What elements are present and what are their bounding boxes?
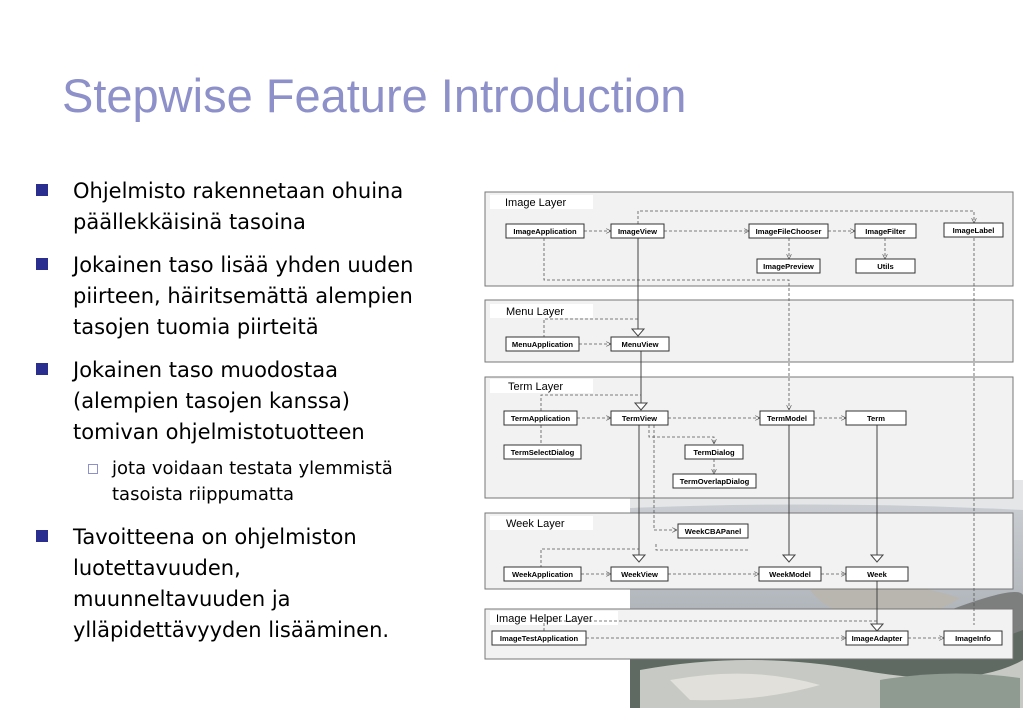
hollow-square-bullet-icon bbox=[88, 464, 98, 474]
image-helper-layer-tab bbox=[490, 611, 618, 625]
bullet-list: Ohjelmisto rakennetaan ohuina päällekkäi… bbox=[36, 176, 476, 658]
svg-text:ImageView: ImageView bbox=[618, 227, 657, 236]
svg-text:WeekModel: WeekModel bbox=[769, 570, 811, 579]
svg-text:TermModel: TermModel bbox=[767, 414, 807, 423]
bullet-text: Jokainen taso lisää yhden uuden piirteen… bbox=[73, 253, 414, 339]
bullet-item: Jokainen taso lisää yhden uuden piirteen… bbox=[36, 250, 476, 343]
bullet-item: Ohjelmisto rakennetaan ohuina päällekkäi… bbox=[36, 176, 476, 238]
square-bullet-icon bbox=[36, 258, 48, 270]
image-layer-label: Image Layer bbox=[505, 197, 566, 209]
diagram-connectors bbox=[540, 210, 974, 638]
svg-text:TermDialog: TermDialog bbox=[693, 448, 735, 457]
sub-bullet-item: jota voidaan testata ylemmistä tasoista … bbox=[88, 456, 476, 508]
sub-bullet-text: jota voidaan testata ylemmistä tasoista … bbox=[112, 458, 393, 505]
square-bullet-icon bbox=[36, 363, 48, 375]
bullet-text: Ohjelmisto rakennetaan ohuina päällekkäi… bbox=[73, 179, 404, 234]
menu-layer-tab bbox=[490, 304, 593, 318]
svg-text:MenuApplication: MenuApplication bbox=[512, 340, 574, 349]
image-layer-panel bbox=[484, 191, 1014, 287]
svg-text:MenuView: MenuView bbox=[622, 340, 659, 349]
svg-text:ImagePreview: ImagePreview bbox=[763, 262, 814, 271]
image-helper-layer-label: Image Helper Layer bbox=[496, 613, 593, 625]
class-box-termapplication: TermApplication bbox=[503, 410, 578, 426]
svg-text:ImageTestApplication: ImageTestApplication bbox=[500, 634, 579, 643]
svg-text:Utils: Utils bbox=[877, 262, 893, 271]
class-box-utils: Utils bbox=[855, 258, 916, 274]
class-box-menuview: MenuView bbox=[610, 336, 670, 352]
bullet-item: Tavoitteena on ohjelmiston luotettavuude… bbox=[36, 522, 476, 646]
class-box-weekview: WeekView bbox=[610, 566, 669, 582]
class-box-imageapplication: ImageApplication bbox=[505, 223, 585, 239]
class-box-imagetestapplication: ImageTestApplication bbox=[491, 630, 587, 646]
term-layer-tab bbox=[490, 379, 593, 393]
image-layer-tab bbox=[490, 195, 593, 209]
class-box-imageinfo: ImageInfo bbox=[943, 630, 1003, 646]
svg-text:ImageLabel: ImageLabel bbox=[953, 226, 995, 235]
week-layer-label: Week Layer bbox=[506, 518, 565, 530]
class-box-imageadapter: ImageAdapter bbox=[845, 630, 909, 646]
svg-text:TermApplication: TermApplication bbox=[511, 414, 571, 423]
svg-text:ImageApplication: ImageApplication bbox=[513, 227, 577, 236]
class-box-termdialog: TermDialog bbox=[684, 444, 744, 460]
bullet-text: Jokainen taso muodostaa (alempien tasoje… bbox=[73, 358, 365, 444]
class-box-imagefilechooser: ImageFileChooser bbox=[748, 223, 829, 239]
svg-text:WeekCBAPanel: WeekCBAPanel bbox=[685, 527, 741, 536]
svg-text:ImageFileChooser: ImageFileChooser bbox=[756, 227, 822, 236]
class-box-termoverlapdialog: TermOverlapDialog bbox=[672, 473, 757, 489]
class-box-weekapplication: WeekApplication bbox=[503, 566, 582, 582]
square-bullet-icon bbox=[36, 530, 48, 542]
class-box-termview: TermView bbox=[610, 410, 669, 426]
class-box-menuapplication: MenuApplication bbox=[505, 336, 580, 352]
svg-text:ImageInfo: ImageInfo bbox=[955, 634, 991, 643]
layer-diagram: Image Layer Menu Layer Term Layer Week L… bbox=[484, 191, 1014, 660]
svg-text:ImageFilter: ImageFilter bbox=[865, 227, 906, 236]
svg-text:ImageAdapter: ImageAdapter bbox=[852, 634, 903, 643]
svg-text:WeekApplication: WeekApplication bbox=[512, 570, 573, 579]
svg-text:TermOverlapDialog: TermOverlapDialog bbox=[680, 477, 750, 486]
class-box-week: Week bbox=[845, 566, 909, 582]
class-box-imageview: ImageView bbox=[610, 223, 665, 239]
class-box-termselectdialog: TermSelectDialog bbox=[503, 444, 582, 460]
class-box-imagelabel: ImageLabel bbox=[943, 222, 1004, 238]
svg-text:Week: Week bbox=[867, 570, 887, 579]
svg-text:TermSelectDialog: TermSelectDialog bbox=[511, 448, 575, 457]
menu-layer-label: Menu Layer bbox=[506, 306, 564, 318]
bullet-item: Jokainen taso muodostaa (alempien tasoje… bbox=[36, 355, 476, 448]
class-box-weekcbapanel: WeekCBAPanel bbox=[677, 523, 749, 539]
class-box-imagepreview: ImagePreview bbox=[756, 258, 821, 274]
slide-title: Stepwise Feature Introduction bbox=[62, 69, 687, 122]
svg-text:WeekView: WeekView bbox=[621, 570, 658, 579]
class-box-term: Term bbox=[845, 410, 907, 426]
class-box-imagefilter: ImageFilter bbox=[854, 223, 917, 239]
class-box-weekmodel: WeekModel bbox=[758, 566, 822, 582]
week-layer-tab bbox=[490, 516, 593, 530]
svg-text:TermView: TermView bbox=[622, 414, 657, 423]
term-layer-label: Term Layer bbox=[508, 381, 563, 393]
svg-text:Term: Term bbox=[867, 414, 885, 423]
class-box-termmodel: TermModel bbox=[759, 410, 815, 426]
square-bullet-icon bbox=[36, 184, 48, 196]
bullet-text: Tavoitteena on ohjelmiston luotettavuude… bbox=[73, 525, 390, 642]
